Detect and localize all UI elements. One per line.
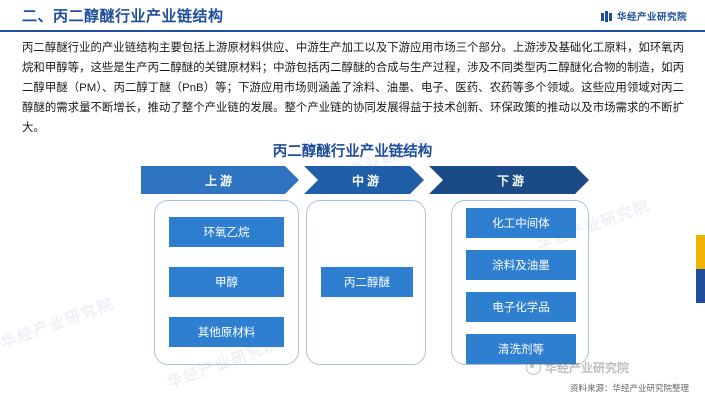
upstream-item: 环氧乙烷 (169, 217, 284, 247)
brand-mark-icon (600, 10, 612, 22)
edge-accent-bar-blue (696, 269, 705, 303)
downstream-item: 化工中间体 (466, 208, 576, 238)
weibo-watermark: 华经产业研究院 (525, 359, 629, 376)
stage-chevron-midstream: 中游 (304, 166, 424, 194)
page-title: 二、丙二醇醚行业产业链结构 (22, 8, 224, 25)
edge-accent-bar-yellow (696, 235, 705, 269)
downstream-item: 涂料及油墨 (466, 250, 576, 280)
source-note: 资料来源：华经产业研究院整理 (569, 383, 689, 393)
downstream-item: 清洗剂等 (466, 334, 576, 364)
weibo-eye-icon (525, 360, 541, 375)
upstream-item: 其他原材料 (169, 317, 284, 347)
stage-chevron-upstream: 上游 (141, 166, 299, 194)
body-paragraph: 丙二醇醚行业的产业链结构主要包括上游原材料供应、中游生产加工以及下游应用市场三个… (22, 42, 684, 134)
downstream-panel (451, 200, 589, 365)
midstream-item: 丙二醇醚 (321, 267, 413, 297)
industry-chain-diagram: 华经产业研究院 华经产业研究院 华经产业研究院 华经产业研究院 丙二醇醚行业产业… (0, 135, 691, 392)
upstream-panel (154, 200, 299, 365)
watermark: 华经产业研究院 (0, 295, 117, 352)
page-header: 二、丙二醇醚行业产业链结构 华经产业研究院 (0, 0, 705, 32)
midstream-panel (306, 200, 426, 365)
diagram-title: 丙二醇醚行业产业链结构 (272, 144, 433, 160)
weibo-watermark-text: 华经产业研究院 (544, 361, 629, 375)
brand-logo: 华经产业研究院 (600, 9, 687, 23)
brand-name: 华经产业研究院 (616, 12, 687, 23)
upstream-item: 甲醇 (169, 267, 284, 297)
downstream-item: 电子化学品 (466, 292, 576, 322)
stage-chevron-downstream: 下游 (429, 166, 589, 194)
